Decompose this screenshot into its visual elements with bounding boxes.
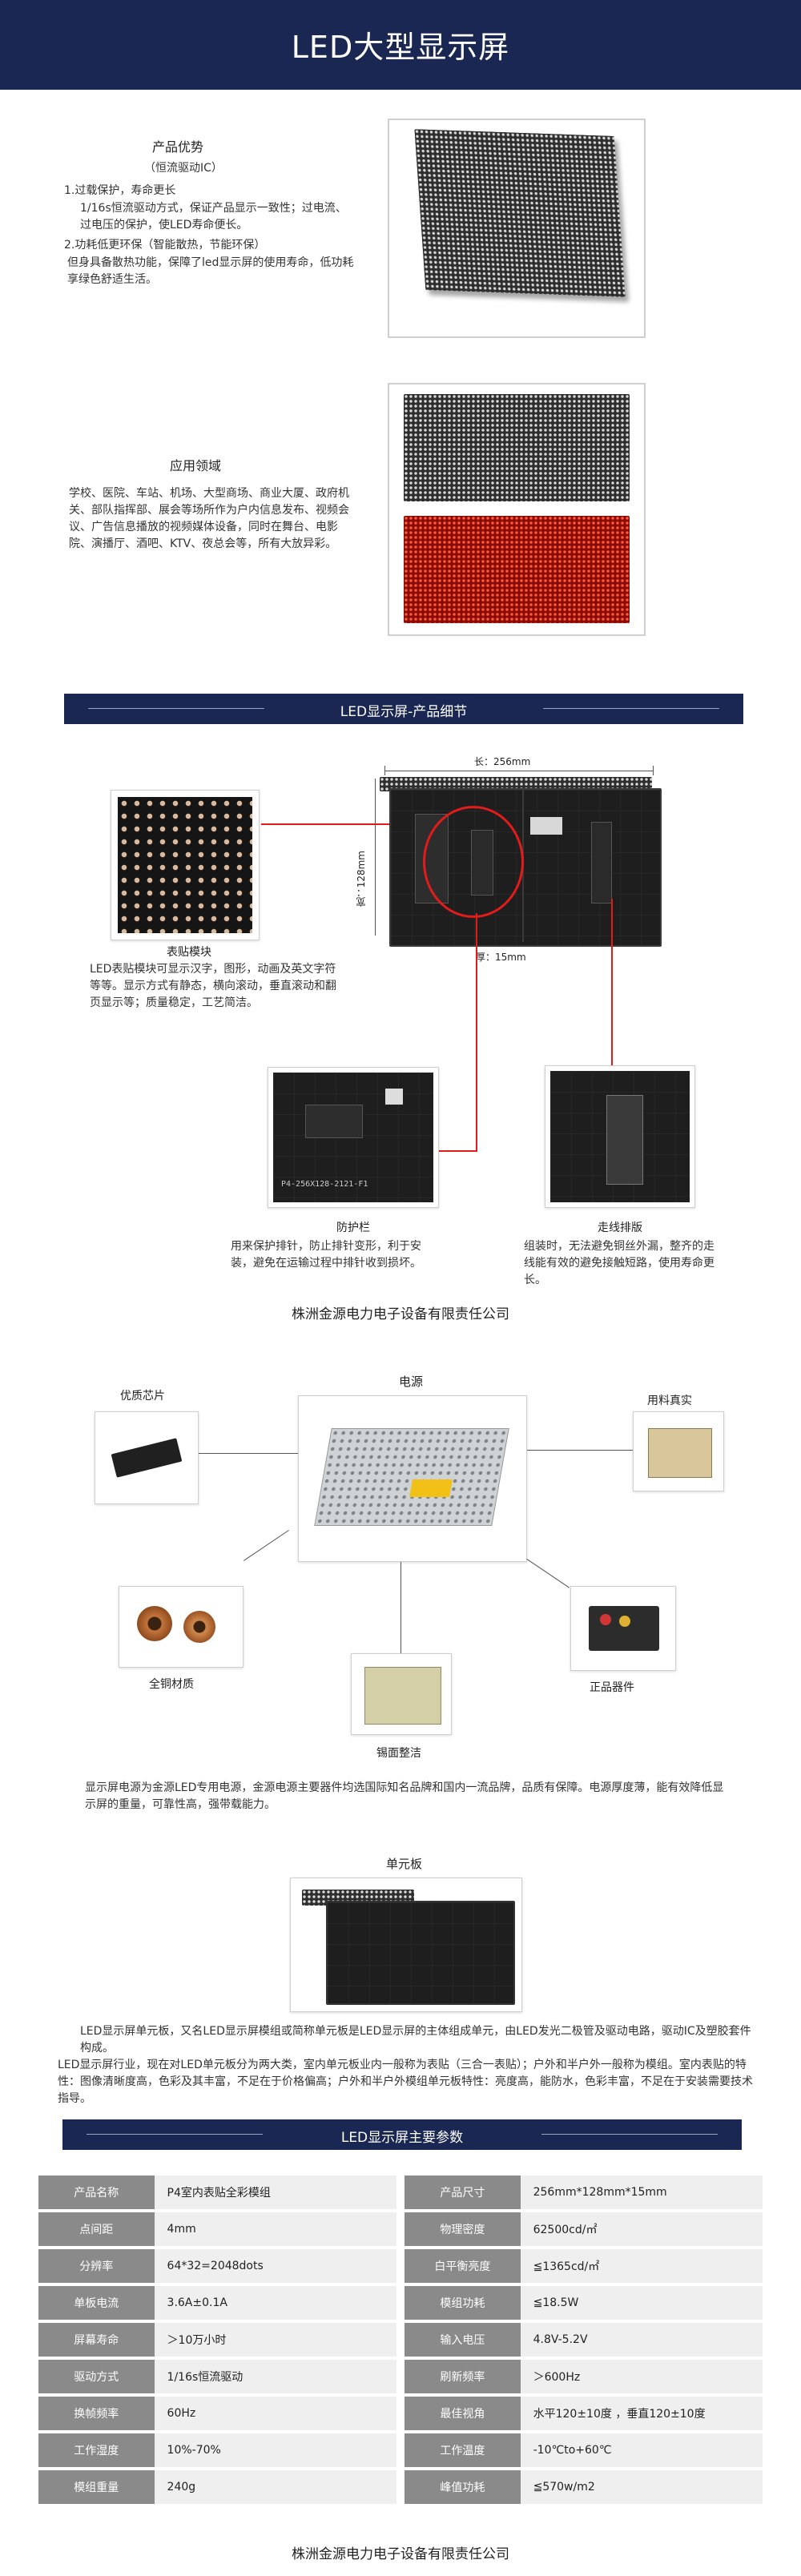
spec-value: 62500cd/㎡	[520, 2211, 763, 2249]
spec-value: ＞600Hz	[520, 2358, 763, 2397]
spec-label: 峰值功耗	[405, 2469, 521, 2507]
genuine-parts-photo	[570, 1586, 676, 1671]
copper-photo	[119, 1586, 244, 1668]
spec-label: 单板电流	[38, 2284, 155, 2323]
spec-label: 最佳视角	[405, 2395, 521, 2433]
guard-closeup: P4-256X128-2121-F1	[268, 1067, 439, 1208]
advantage-2-title: 2.功耗低更环保（智能散热，节能环保）	[64, 239, 266, 252]
led-module-photo-frame	[388, 119, 646, 338]
section-title-specs: LED显示屏主要参数	[340, 2130, 464, 2146]
spec-value: 64*32=2048dots	[154, 2248, 396, 2286]
material-photo	[633, 1411, 724, 1491]
smd-module-closeup	[111, 790, 260, 940]
module-top-edge	[380, 777, 652, 791]
top-banner: LED大型显示屏	[0, 0, 801, 90]
advantages-subtitle: （恒流驱动IC）	[144, 162, 223, 175]
spec-value: 4.8V-5.2V	[520, 2321, 763, 2360]
section-bar-details: LED显示屏-产品细节	[64, 694, 743, 724]
advantages-title: 产品优势	[152, 139, 204, 155]
spec-value: 240g	[154, 2469, 396, 2507]
wiring-body: 组装时，无法避免铜丝外漏，整齐的走线能有效的避免接触短路，使用寿命更长。	[524, 1240, 714, 1286]
spec-label: 屏幕寿命	[38, 2321, 155, 2360]
section-title-details: LED显示屏-产品细节	[340, 704, 468, 720]
applications-body: 学校、医院、车站、机场、大型商场、商业大厦、政府机关、部队指挥部、展会等场所作为…	[69, 487, 349, 550]
power-title: 电源	[399, 1375, 424, 1389]
spec-value: 4mm	[154, 2211, 396, 2249]
spec-value: 60Hz	[154, 2395, 396, 2433]
spec-value: ≦18.5W	[520, 2284, 763, 2323]
copper-label: 全铜材质	[149, 1678, 194, 1691]
solder-label: 锡面整洁	[376, 1747, 421, 1760]
highlight-circle	[423, 806, 524, 918]
width-dimension: 宽：128mm	[356, 851, 367, 908]
spec-label: 点间距	[38, 2211, 155, 2249]
wiring-closeup	[545, 1065, 695, 1208]
spec-label: 产品名称	[38, 2176, 155, 2212]
unit-board-body-2: LED显示屏行业，现在对LED单元板分为两大类，室内单元板业内一般称为表贴（三合…	[58, 2059, 753, 2105]
led-panels-photo-frame	[388, 383, 646, 636]
spec-label: 模组重量	[38, 2469, 155, 2507]
spec-value: ≦570w/m2	[520, 2469, 763, 2507]
guard-body: 用来保护排针，防止排针变形，利于安装，避免在运输过程中排针收到损坏。	[231, 1240, 421, 1270]
spec-value: 3.6A±0.1A	[154, 2284, 396, 2323]
spec-value: 1/16s恒流驱动	[154, 2358, 396, 2397]
company-footer: 株洲金源电力电子设备有限责任公司	[292, 2546, 509, 2562]
power-body: 显示屏电源为金源LED专用电源，金源电源主要器件均选国际知名品牌和国内一流品牌，…	[85, 1781, 724, 1811]
solder-photo	[351, 1653, 452, 1735]
chip-label: 优质芯片	[120, 1390, 165, 1403]
spec-label: 刷新频率	[405, 2358, 521, 2397]
page-title: LED大型显示屏	[291, 30, 510, 65]
unit-board-body-1: LED显示屏单元板，又名LED显示屏模组或简称单元板是LED显示屏的主体组成单元…	[80, 2025, 751, 2055]
thickness-dimension: 厚：15mm	[476, 952, 526, 963]
spec-label: 物理密度	[405, 2211, 521, 2249]
advantage-1-title: 1.过载保护，寿命更长	[64, 184, 176, 197]
unit-board-title: 单元板	[386, 1857, 423, 1871]
chip-photo	[95, 1411, 199, 1504]
spec-value: 10%-70%	[154, 2432, 396, 2470]
section-bar-specs: LED显示屏主要参数	[62, 2119, 742, 2150]
advantage-1-body: 1/16s恒流驱动方式，保证产品显示一致性；过电流、过电压的保护，使LED寿命便…	[80, 202, 347, 231]
spec-value: P4室内表贴全彩模组	[154, 2176, 396, 2212]
spec-value: ≦1365cd/㎡	[520, 2248, 763, 2286]
board-silkscreen-text: P4-256X128-2121-F1	[281, 1180, 368, 1189]
spec-label: 产品尺寸	[405, 2176, 521, 2212]
unit-board-photo	[290, 1878, 522, 2012]
red-led-panel-photo	[404, 516, 630, 623]
wiring-title: 走线排版	[598, 1222, 642, 1234]
guard-title: 防护栏	[336, 1222, 370, 1234]
genuine-label: 正品器件	[590, 1681, 634, 1694]
spec-value: ＞10万小时	[154, 2321, 396, 2360]
spec-value: 256mm*128mm*15mm	[520, 2176, 763, 2212]
spec-value: 水平120±10度 ，垂直120±10度	[520, 2395, 763, 2433]
company-caption-details: 株洲金源电力电子设备有限责任公司	[292, 1306, 509, 1322]
spec-label: 分辨率	[38, 2248, 155, 2286]
spec-value: -10℃to+60℃	[520, 2432, 763, 2470]
led-module-angled-photo	[414, 129, 626, 297]
spec-label: 输入电压	[405, 2321, 521, 2360]
white-led-panel-photo	[404, 394, 630, 501]
power-supply-photo	[298, 1395, 527, 1562]
spec-label: 驱动方式	[38, 2358, 155, 2397]
spec-label: 工作温度	[405, 2432, 521, 2470]
spec-label: 换帧频率	[38, 2395, 155, 2433]
length-dimension: 长：256mm	[474, 756, 531, 767]
spec-label: 模组功耗	[405, 2284, 521, 2323]
module-body: LED表贴模块可显示汉字，图形，动画及英文字符等等。显示方式有静态，横向滚动，垂…	[90, 963, 336, 1009]
advantage-2-body: 但身具备散热功能，保障了led显示屏的使用寿命，低功耗享绿色舒适生活。	[67, 256, 354, 286]
spec-label: 白平衡亮度	[405, 2248, 521, 2286]
applications-title: 应用领域	[170, 458, 222, 473]
module-title: 表贴模块	[167, 946, 211, 959]
spec-label: 工作湿度	[38, 2432, 155, 2470]
material-label: 用料真实	[647, 1395, 692, 1407]
